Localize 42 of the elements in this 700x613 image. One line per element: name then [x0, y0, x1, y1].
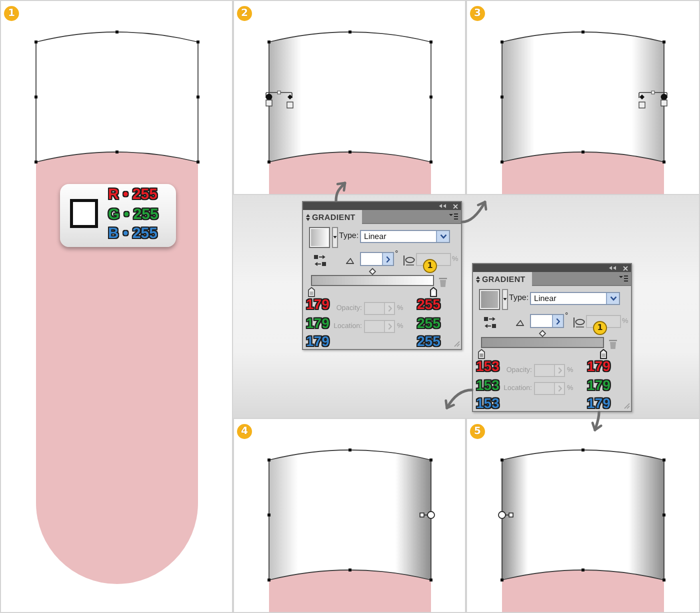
color-value-text: G • 255 [108, 207, 158, 224]
curved-arrow [591, 410, 602, 432]
step-panel [466, 0, 700, 195]
step-number-badge: 1 [4, 6, 19, 21]
curved-arrow [460, 200, 488, 224]
channel-value: 153 [476, 378, 500, 393]
channel-value: 179 [306, 297, 330, 312]
callout-number: 1 [593, 321, 607, 335]
step-panel [233, 418, 466, 613]
panel-tab: GRADIENT [473, 272, 532, 286]
unit-label: ° [565, 312, 568, 320]
channel-value: 255 [417, 334, 440, 349]
channel-value: 179 [306, 316, 330, 331]
panel-tab: GRADIENT [303, 210, 362, 224]
channel-value: 179 [587, 396, 610, 411]
gradient-panel [472, 263, 632, 412]
step-panel [233, 0, 466, 195]
field-label: Type: [339, 232, 359, 240]
type-select: Linear [360, 230, 450, 243]
channel-value: 255 [417, 297, 440, 312]
channel-value: 179 [306, 334, 330, 349]
channel-value: 255 [417, 316, 440, 331]
color-card [60, 184, 176, 247]
unit-label: ° [395, 250, 398, 258]
color-value-text: B • 255 [108, 226, 158, 242]
channel-value: 153 [476, 359, 500, 374]
curved-arrow [334, 182, 346, 202]
step-number-badge: 2 [237, 6, 252, 21]
field-label: Type: [509, 294, 529, 302]
step-number-badge: 4 [237, 424, 252, 439]
gradient-panel [302, 201, 462, 350]
channel-value: 179 [587, 378, 610, 393]
color-value-text: R • 255 [108, 187, 158, 204]
step-number-badge: 3 [470, 6, 485, 21]
step-number-badge: 5 [470, 424, 485, 439]
curved-arrow [444, 388, 474, 410]
callout-number: 1 [423, 259, 437, 273]
step-panel [0, 0, 233, 613]
channel-value: 153 [476, 396, 500, 411]
channel-value: 179 [587, 359, 610, 374]
step-panel [466, 418, 700, 613]
type-select: Linear [530, 292, 620, 305]
